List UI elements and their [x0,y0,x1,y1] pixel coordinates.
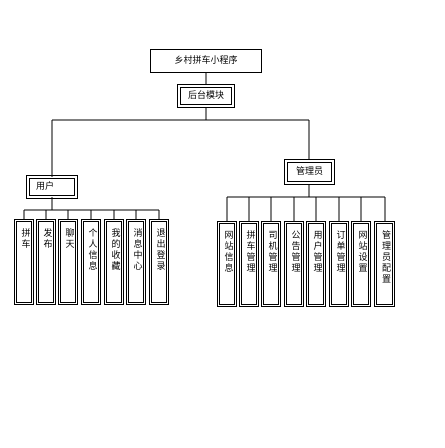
admin-group-node: 管理员 [284,159,335,185]
admin-item-label: 订单管理 [334,230,345,274]
backend-module-label: 后台模块 [187,90,224,101]
admin-item-driver-management: 司机管理 [261,221,281,307]
admin-item-label: 司机管理 [266,230,277,274]
admin-item-label: 公告管理 [289,230,300,274]
user-item-message-center: 消息中心 [126,219,146,305]
user-item-label: 消息中心 [131,228,142,272]
admin-item-order-management: 订单管理 [329,221,349,307]
user-item-personal-info: 个人信息 [81,219,101,305]
admin-item-label: 网站设置 [356,230,367,274]
root-node: 乡村拼车小程序 [150,49,262,73]
admin-group-label: 管理员 [295,166,323,177]
admin-item-site-info: 网站信息 [217,221,237,307]
user-item-label: 退出登录 [154,228,165,272]
user-item-label: 个人信息 [86,228,97,272]
admin-item-label: 拼车管理 [244,230,255,274]
admin-item-label: 网站信息 [222,230,233,274]
user-item-publish: 发布 [36,219,56,305]
user-item-label: 发布 [41,228,52,250]
user-group-label: 用户 [36,181,55,192]
admin-item-user-management: 用户管理 [306,221,326,307]
user-item-favorites: 我的收藏 [104,219,124,305]
user-item-carpool: 拼车 [14,219,34,305]
user-group-node: 用户 [26,175,78,199]
user-item-chat: 聊天 [58,219,78,305]
admin-item-site-settings: 网站设置 [351,221,371,307]
admin-item-carpool-management: 拼车管理 [239,221,259,307]
user-item-label: 拼车 [19,228,30,250]
admin-item-admin-config: 管理员配置 [374,221,395,307]
user-item-logout: 退出登录 [149,219,169,305]
admin-item-label: 管理员配置 [380,230,390,285]
backend-module-node: 后台模块 [177,84,235,108]
admin-item-label: 用户管理 [311,230,322,274]
root-node-label: 乡村拼车小程序 [174,55,238,66]
admin-item-notice-management: 公告管理 [284,221,304,307]
user-item-label: 我的收藏 [109,228,120,272]
user-item-label: 聊天 [63,228,74,250]
